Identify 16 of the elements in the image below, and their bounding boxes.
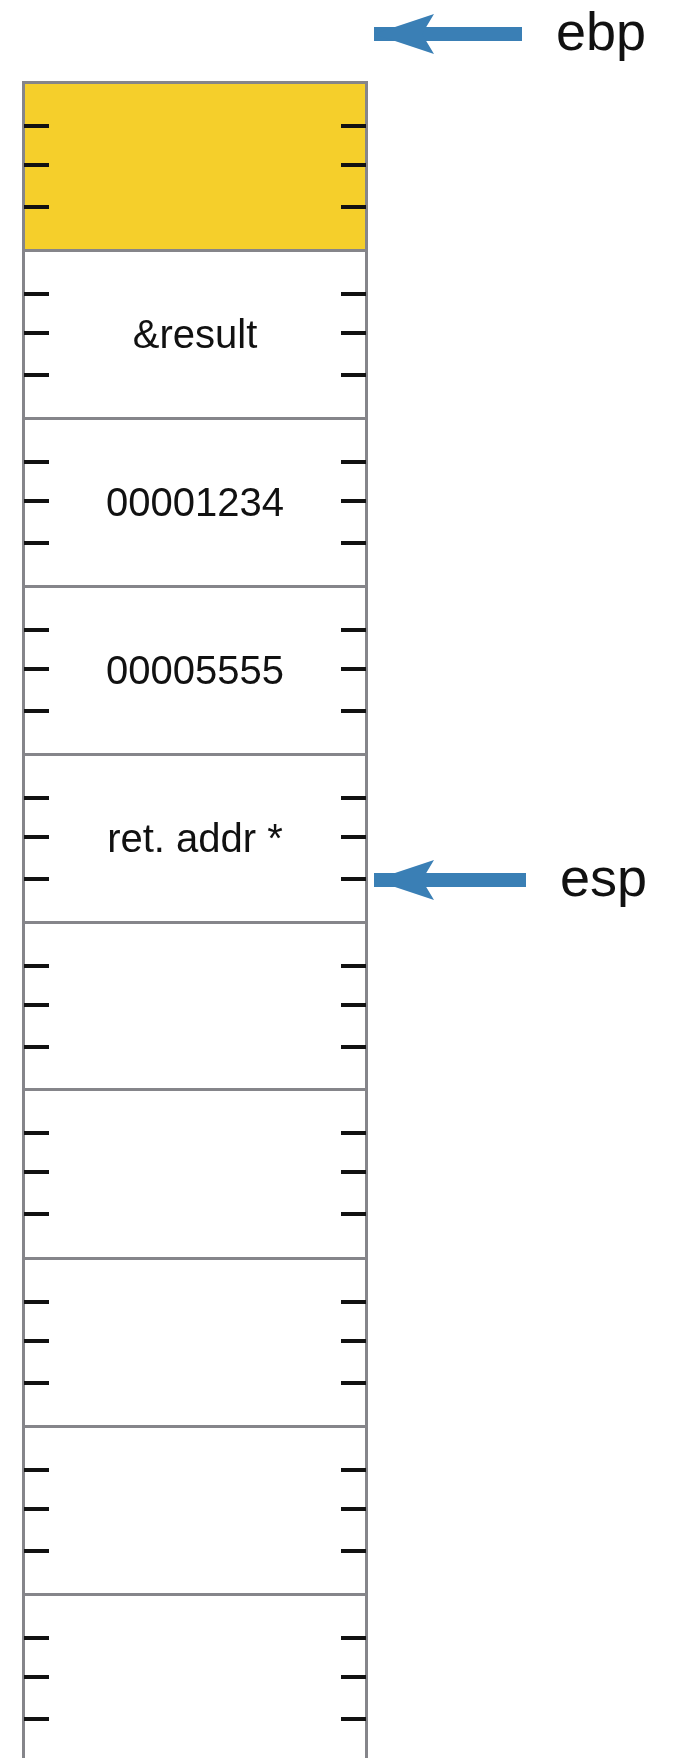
cell-value: 00001234 [106,480,284,525]
stack-cell [22,753,368,924]
stack-cell [22,417,368,588]
cell-value: &result [132,312,258,357]
cell-value: 00005555 [106,648,284,693]
stack-cell [22,921,368,1091]
stack-cell [22,1593,368,1758]
pointer-arrow [374,860,526,900]
stack-cell [22,1257,368,1428]
cell-value: ret. addr * [107,816,283,861]
pointer-arrow [374,14,522,54]
stack-cell [22,81,368,252]
stack-cell [22,1425,368,1596]
stack-cell [22,1088,368,1260]
stack-cell [22,249,368,420]
stack-cell [22,585,368,756]
